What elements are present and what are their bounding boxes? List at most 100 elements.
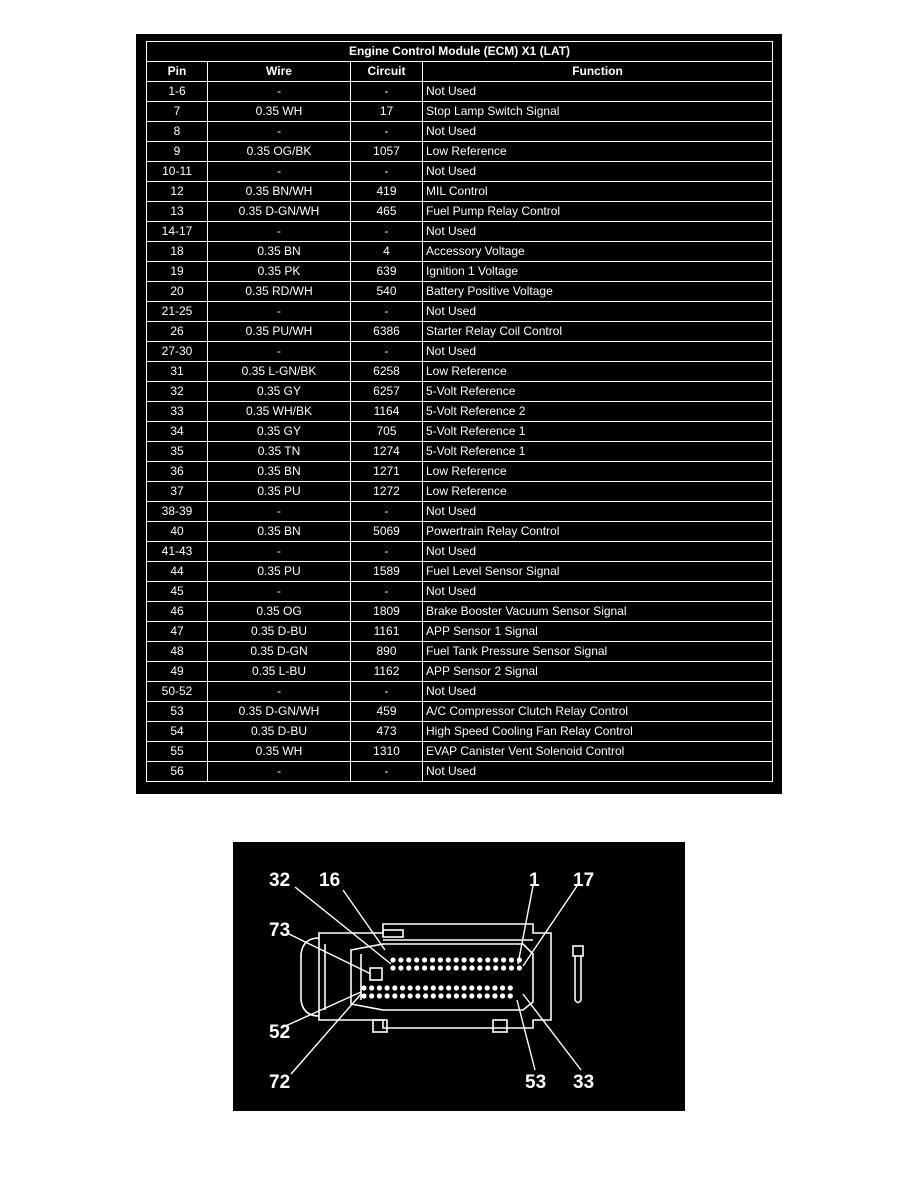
- cell-pin: 32: [146, 381, 208, 402]
- pin-dot: [437, 957, 443, 963]
- cell-circuit: -: [350, 161, 423, 182]
- cell-wire: -: [207, 681, 351, 702]
- cell-wire: -: [207, 161, 351, 182]
- cell-circuit: 639: [350, 261, 423, 282]
- cell-wire: 0.35 D-GN/WH: [207, 701, 351, 722]
- pin-dot: [507, 985, 513, 991]
- pin-dot: [369, 993, 375, 999]
- cell-function: APP Sensor 1 Signal: [421, 621, 774, 642]
- cell-function: Starter Relay Coil Control: [421, 321, 774, 342]
- cell-pin: 8: [146, 121, 208, 142]
- cell-circuit: 419: [350, 181, 423, 202]
- cell-pin: 38-39: [146, 501, 208, 522]
- cell-function: Fuel Pump Relay Control: [421, 201, 774, 222]
- pin-dot: [392, 993, 398, 999]
- cell-wire: 0.35 D-GN/WH: [207, 201, 351, 222]
- pin-label-32: 32: [269, 870, 290, 891]
- cell-circuit: 17: [350, 101, 423, 122]
- pin-dot: [384, 985, 390, 991]
- pin-dot: [477, 965, 483, 971]
- table-row: 45--Not Used: [146, 581, 774, 602]
- pin-dot: [399, 985, 406, 991]
- cell-circuit: 5069: [350, 521, 423, 542]
- cell-circuit: 465: [350, 201, 423, 222]
- cell-pin: 37: [146, 481, 208, 502]
- header-wire: Wire: [207, 61, 351, 82]
- cell-function: Low Reference: [421, 361, 774, 382]
- cell-wire: -: [207, 301, 351, 322]
- leader-17: [522, 885, 578, 967]
- pin-dot: [392, 985, 398, 991]
- pin-dot: [406, 957, 412, 963]
- pin-dot: [461, 965, 467, 971]
- cell-function: Low Reference: [421, 481, 774, 502]
- cell-wire: -: [207, 221, 351, 242]
- pin-dot: [415, 985, 421, 991]
- cell-circuit: 473: [350, 721, 423, 742]
- cell-wire: 0.35 OG: [207, 601, 351, 622]
- pin-dot: [484, 993, 490, 999]
- pin-dot: [398, 957, 404, 963]
- leader-72: [290, 993, 362, 1075]
- cell-function: 5-Volt Reference 1: [421, 441, 774, 462]
- pin-array: [361, 957, 522, 999]
- pin-dot: [430, 993, 436, 999]
- cell-circuit: 1809: [350, 601, 423, 622]
- leader-32: [294, 886, 392, 965]
- cell-function: Ignition 1 Voltage: [421, 261, 774, 282]
- pin-dot: [438, 993, 444, 999]
- cell-function: APP Sensor 2 Signal: [421, 661, 774, 682]
- table-row: 56--Not Used: [146, 761, 774, 782]
- cell-wire: 0.35 D-BU: [207, 621, 351, 642]
- cell-circuit: -: [350, 581, 423, 602]
- cell-function: Not Used: [421, 761, 774, 782]
- cell-wire: -: [207, 121, 351, 142]
- cell-pin: 46: [146, 601, 208, 622]
- pin-dot: [438, 985, 444, 991]
- cell-function: High Speed Cooling Fan Relay Control: [421, 721, 774, 742]
- pin-73-cavity: [369, 967, 383, 981]
- cell-wire: -: [207, 81, 351, 102]
- table-row: 21-25--Not Used: [146, 301, 774, 322]
- cell-circuit: 705: [350, 421, 423, 442]
- cell-circuit: 1310: [350, 741, 423, 762]
- cell-pin: 50-52: [146, 681, 208, 702]
- cell-function: Not Used: [421, 81, 774, 102]
- pin-dot: [398, 965, 404, 971]
- cell-function: Not Used: [421, 581, 774, 602]
- table-row: 1-6--Not Used: [146, 81, 774, 102]
- pin-dot: [469, 965, 475, 971]
- pin-dot: [446, 985, 452, 991]
- cell-wire: 0.35 BN: [207, 241, 351, 262]
- pin-dot: [415, 993, 421, 999]
- pin-dot: [453, 965, 459, 971]
- pin-dot: [422, 965, 428, 971]
- table-row: 27-30--Not Used: [146, 341, 774, 362]
- cell-pin: 7: [146, 101, 208, 122]
- cell-circuit: -: [350, 341, 423, 362]
- pin-dot: [361, 985, 367, 991]
- cell-pin: 34: [146, 421, 208, 442]
- cell-circuit: 540: [350, 281, 423, 302]
- leader-33: [522, 993, 582, 1071]
- cell-function: Not Used: [421, 541, 774, 562]
- pin-dot: [446, 993, 452, 999]
- cell-wire: 0.35 RD/WH: [207, 281, 351, 302]
- cell-function: Low Reference: [421, 461, 774, 482]
- pin-label-53: 53: [525, 1072, 546, 1093]
- cell-wire: 0.35 BN/WH: [207, 181, 351, 202]
- cell-wire: 0.35 D-GN: [207, 641, 351, 662]
- cell-function: MIL Control: [421, 181, 774, 202]
- pin-dot: [430, 985, 436, 991]
- pin-dot: [485, 957, 491, 963]
- cell-circuit: 890: [350, 641, 423, 662]
- table-row: 41-43--Not Used: [146, 541, 774, 562]
- pin-dot: [423, 993, 429, 999]
- connector-drawing: 32 16 1 17 73 52 72 53 33: [269, 870, 594, 1093]
